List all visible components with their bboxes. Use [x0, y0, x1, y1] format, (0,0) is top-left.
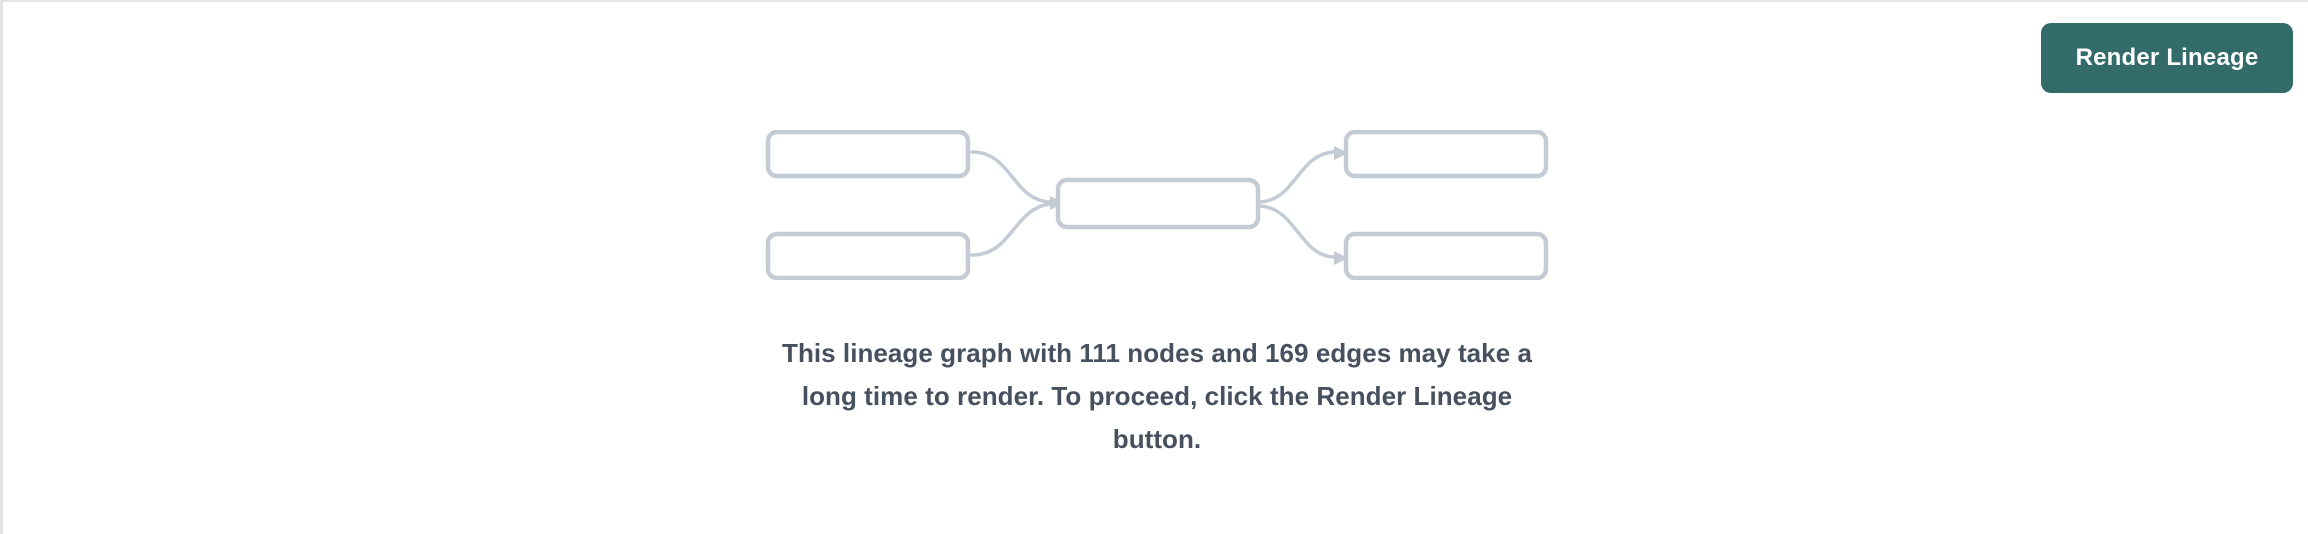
lineage-placeholder-graph — [765, 130, 1549, 280]
arrowhead-center-in — [1050, 196, 1064, 210]
node-box-upstream-1 — [765, 130, 971, 179]
node-box-center — [1055, 177, 1261, 230]
edge-center-downstream1 — [1258, 150, 1336, 204]
edge-upstream2-center — [970, 202, 1052, 257]
arrowhead-downstream1-in — [1334, 146, 1348, 160]
arrowhead-downstream2-in — [1334, 251, 1348, 265]
node-box-downstream-1 — [1343, 130, 1549, 179]
lineage-empty-state: This lineage graph with 111 nodes and 16… — [3, 2, 2308, 534]
edge-upstream1-center — [970, 150, 1052, 204]
render-lineage-button[interactable]: Render Lineage — [2041, 23, 2293, 93]
node-box-upstream-2 — [765, 231, 971, 280]
node-box-downstream-2 — [1343, 231, 1549, 280]
edge-center-downstream2 — [1258, 204, 1336, 259]
lineage-empty-message: This lineage graph with 111 nodes and 16… — [782, 338, 1532, 454]
